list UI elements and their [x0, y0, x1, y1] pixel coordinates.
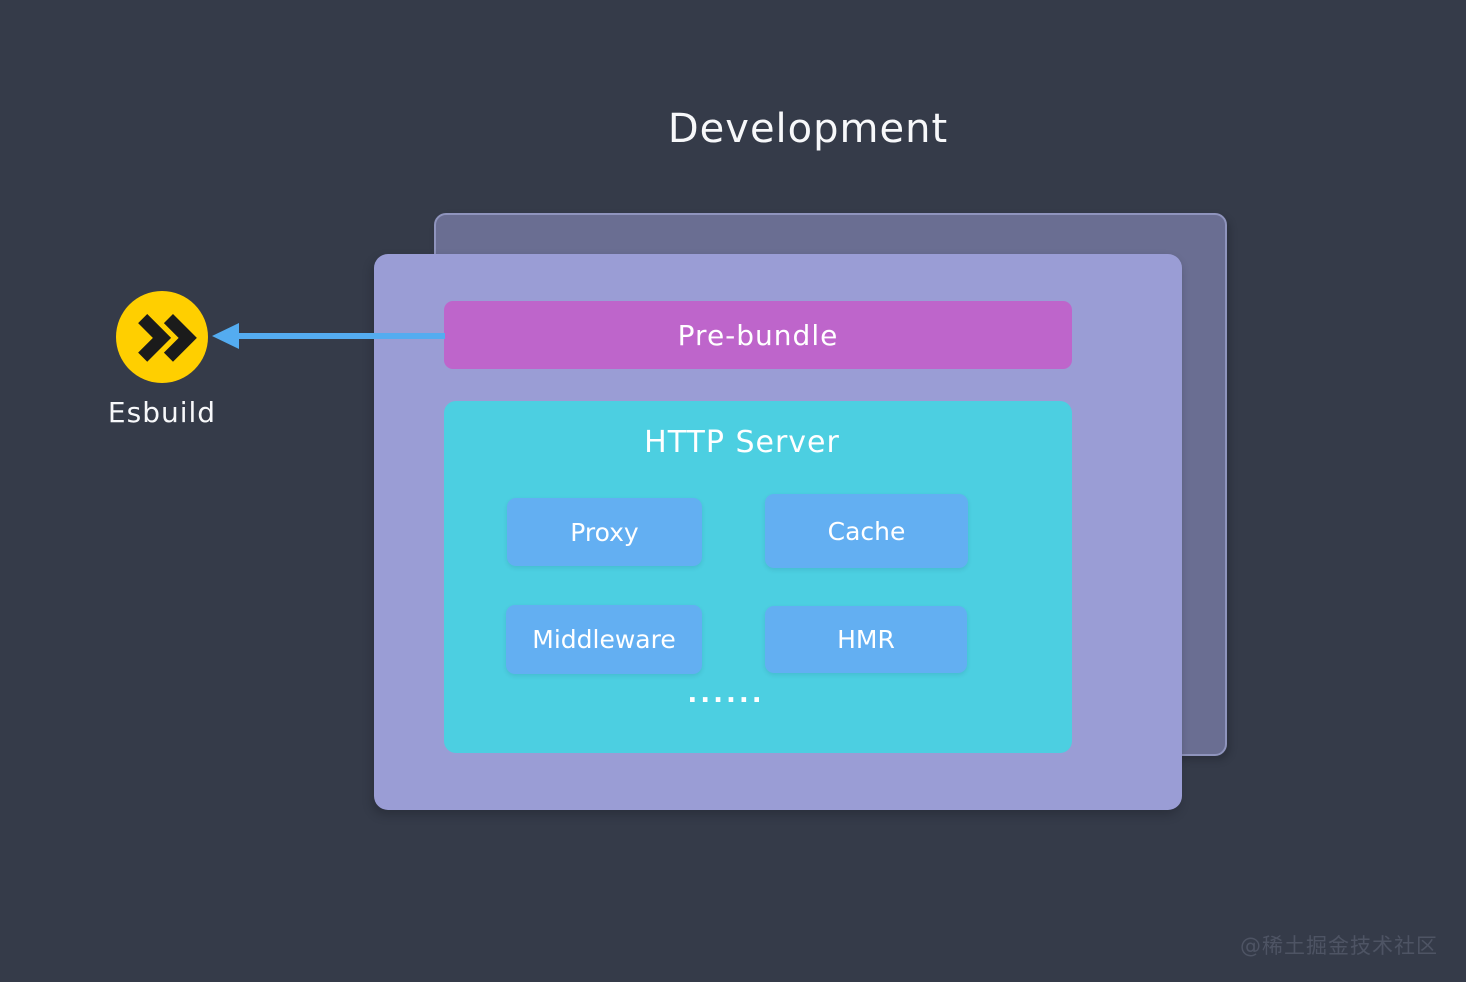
proxy-label: Proxy: [570, 517, 639, 547]
proxy-node: Proxy: [507, 498, 702, 566]
watermark-text: @稀土掘金技术社区: [1240, 934, 1438, 958]
middleware-node: Middleware: [506, 605, 702, 674]
prebundle-label: Pre-bundle: [677, 318, 839, 352]
dev-server-container: Pre-bundle HTTP Server Proxy Cache Middl…: [374, 254, 1182, 810]
prebundle-to-esbuild-arrow-line: [237, 333, 445, 339]
http-server-node: HTTP Server Proxy Cache Middleware HMR .…: [444, 401, 1072, 753]
arrow-left-head-icon: [212, 323, 239, 349]
esbuild-logo-icon: [116, 291, 208, 383]
hmr-label: HMR: [837, 625, 895, 654]
prebundle-node: Pre-bundle: [444, 301, 1072, 369]
esbuild-chevrons-icon: [138, 314, 197, 362]
cache-node: Cache: [765, 494, 968, 568]
esbuild-label: Esbuild: [107, 396, 217, 429]
hmr-node: HMR: [765, 606, 967, 673]
ellipsis-text: ......: [687, 679, 765, 709]
middleware-label: Middleware: [532, 625, 676, 654]
diagram-title: Development: [667, 106, 949, 152]
cache-label: Cache: [827, 516, 906, 546]
http-server-title: HTTP Server: [644, 425, 840, 460]
